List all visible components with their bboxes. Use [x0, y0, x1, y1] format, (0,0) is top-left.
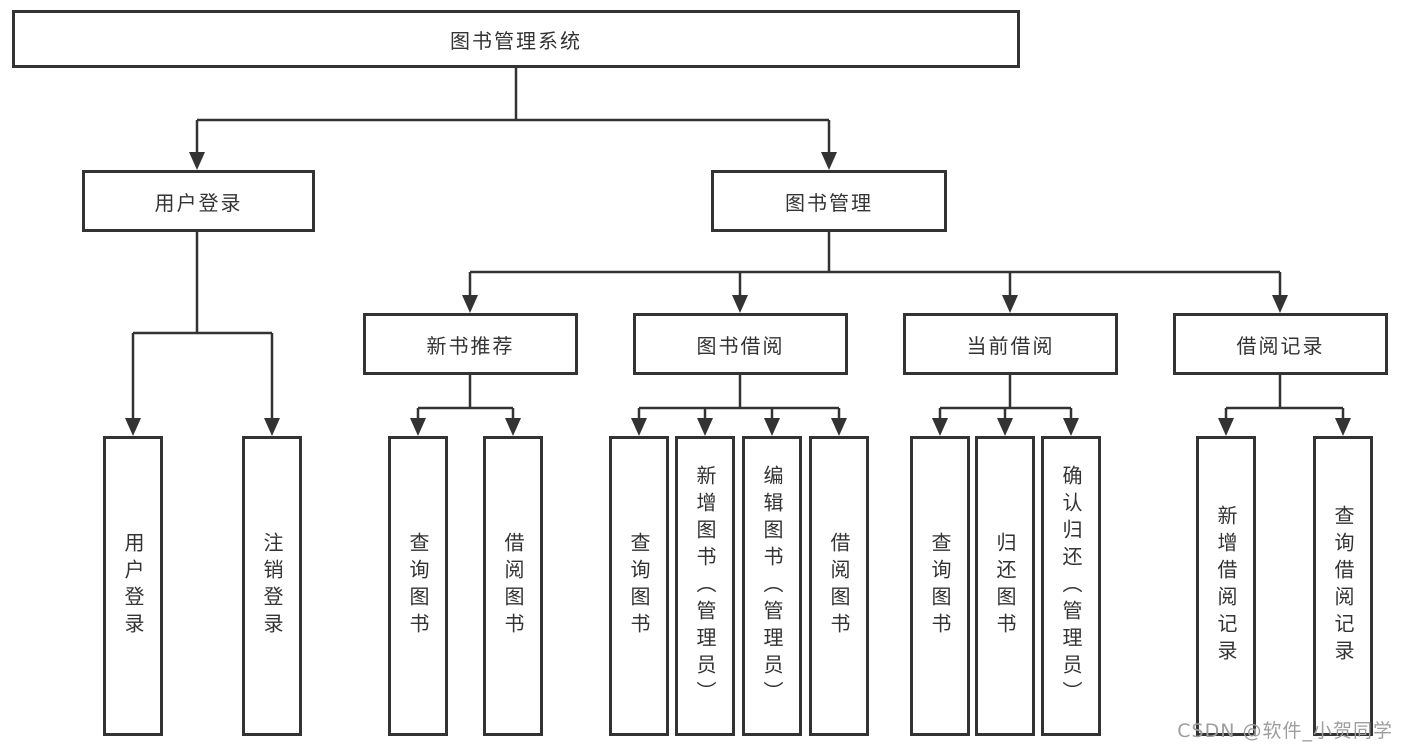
arrowhead-down-icon: [189, 152, 837, 170]
node-label: 借阅记录: [1236, 333, 1325, 358]
leaf-label: 新增借阅记录: [1214, 505, 1238, 667]
arrowhead-down-icon: [1218, 418, 1351, 436]
leaf-records-query-record: 查询借阅记录: [1313, 436, 1373, 736]
edge-book-borrow-to-leaves: [637, 375, 841, 424]
node-new-book-recommend: 新书推荐: [363, 313, 578, 375]
edge-root-to-level2: [195, 68, 831, 156]
node-label: 当前借阅: [966, 333, 1055, 358]
leaf-label: 编辑图书（管理员）: [760, 464, 784, 708]
leaf-newbook-borrow-books: 借阅图书: [483, 436, 543, 736]
arrowhead-down-icon: [631, 418, 847, 436]
leaf-label: 注销登录: [260, 532, 284, 640]
edge-new-book-to-leaves: [416, 375, 515, 424]
leaf-label: 查询图书: [406, 532, 430, 640]
leaf-label: 查询图书: [627, 532, 651, 640]
node-label: 新书推荐: [426, 333, 515, 358]
arrowhead-down-icon: [125, 418, 280, 436]
arrowhead-down-icon: [932, 418, 1079, 436]
node-label: 图书管理系统: [450, 28, 582, 53]
node-book-management: 图书管理: [711, 170, 947, 232]
leaf-logout: 注销登录: [242, 436, 302, 736]
leaf-borrow-edit-books-admin: 编辑图书（管理员）: [742, 436, 802, 736]
leaf-label: 查询图书: [928, 532, 952, 640]
node-book-borrow: 图书借阅: [633, 313, 848, 375]
leaf-label: 新增图书（管理员）: [693, 464, 717, 708]
leaf-label: 用户登录: [121, 532, 145, 640]
leaf-label: 确认归还（管理员）: [1059, 464, 1083, 708]
leaf-newbook-query-books: 查询图书: [388, 436, 448, 736]
leaf-borrow-borrow-books: 借阅图书: [809, 436, 869, 736]
node-label: 图书借阅: [696, 333, 785, 358]
node-user-login: 用户登录: [82, 170, 315, 232]
csdn-watermark: CSDN @软件_小贺同学: [1177, 720, 1393, 742]
leaf-label: 借阅图书: [827, 532, 851, 640]
node-borrow-records: 借阅记录: [1173, 313, 1388, 375]
arrowhead-down-icon: [462, 295, 1288, 313]
leaf-records-add-record: 新增借阅记录: [1196, 436, 1256, 736]
leaf-current-confirm-return-admin: 确认归还（管理员）: [1041, 436, 1101, 736]
edge-book-mgmt-to-level3: [468, 232, 1282, 300]
arrowhead-down-icon: [410, 418, 521, 436]
edge-current-borrow-to-leaves: [938, 375, 1073, 424]
leaf-label: 查询借阅记录: [1331, 505, 1355, 667]
node-current-borrow: 当前借阅: [903, 313, 1118, 375]
leaf-borrow-add-books-admin: 新增图书（管理员）: [675, 436, 735, 736]
edge-user-login-to-leaves: [131, 232, 274, 424]
leaf-label: 借阅图书: [501, 532, 525, 640]
leaf-current-return-books: 归还图书: [975, 436, 1035, 736]
leaf-borrow-query-books: 查询图书: [609, 436, 669, 736]
leaf-label: 归还图书: [993, 532, 1017, 640]
node-label: 图书管理: [785, 190, 873, 215]
node-root-system: 图书管理系统: [12, 10, 1020, 68]
node-label: 用户登录: [154, 190, 243, 215]
leaf-user-login: 用户登录: [103, 436, 163, 736]
leaf-current-query-books: 查询图书: [910, 436, 970, 736]
edge-borrow-records-to-leaves: [1224, 375, 1345, 424]
